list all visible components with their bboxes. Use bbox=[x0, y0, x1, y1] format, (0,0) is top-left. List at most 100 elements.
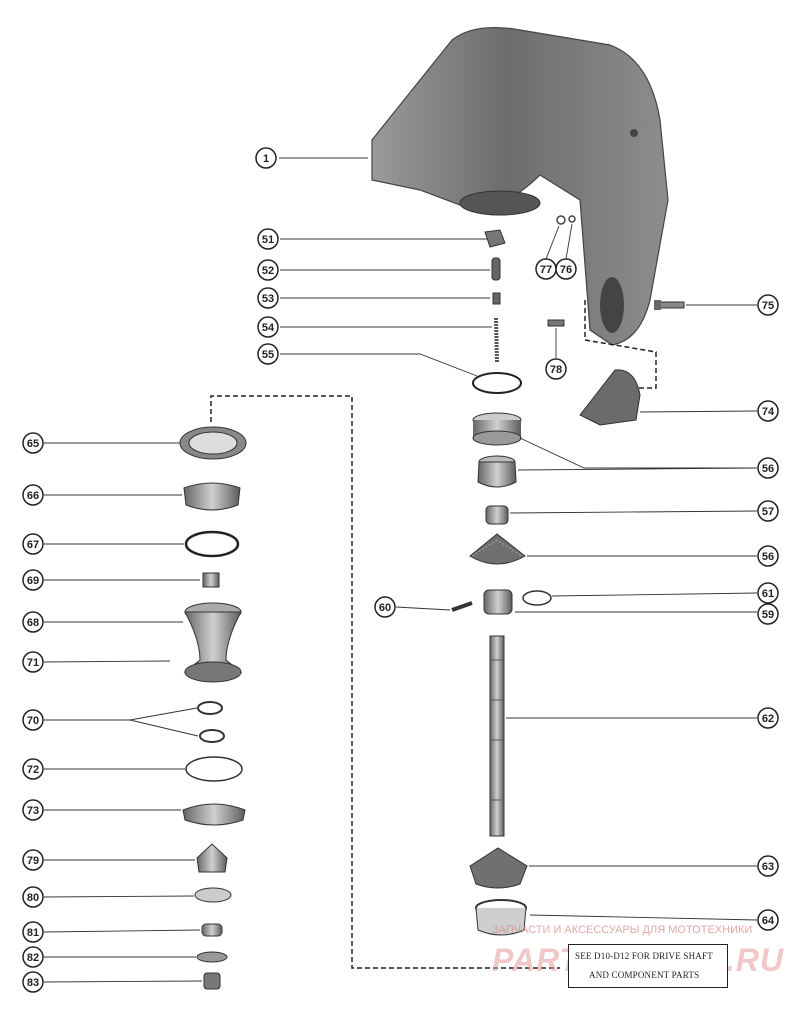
callout-76: 76 bbox=[555, 258, 577, 280]
svg-text:79: 79 bbox=[27, 855, 39, 867]
callout-56-gear: 56 bbox=[757, 545, 779, 567]
callout-65: 65 bbox=[22, 432, 44, 454]
part-80-spacer bbox=[194, 887, 232, 903]
callout-82: 82 bbox=[22, 946, 44, 968]
svg-text:66: 66 bbox=[27, 490, 39, 502]
callout-79: 79 bbox=[22, 849, 44, 871]
callout-56-top: 56 bbox=[757, 457, 779, 479]
part-78-screw bbox=[547, 319, 565, 327]
callout-64: 64 bbox=[757, 909, 779, 931]
callout-61: 61 bbox=[757, 582, 779, 604]
svg-text:52: 52 bbox=[262, 265, 274, 277]
part-75-bolt bbox=[654, 300, 685, 310]
callout-68: 68 bbox=[22, 611, 44, 633]
callout-51: 51 bbox=[257, 228, 279, 250]
callout-69: 69 bbox=[22, 569, 44, 591]
svg-text:62: 62 bbox=[762, 713, 774, 725]
reference-note-line-1: SEE D10-D12 FOR DRIVE SHAFT bbox=[575, 951, 713, 961]
callout-77: 77 bbox=[535, 258, 557, 280]
part-1-gear-housing bbox=[371, 26, 669, 346]
svg-text:1: 1 bbox=[263, 153, 269, 165]
dash-74-75-connector bbox=[584, 300, 657, 389]
part-77-76-washers bbox=[556, 215, 576, 225]
dash-left-group bbox=[210, 395, 560, 969]
part-bearing-cup bbox=[472, 412, 522, 446]
callout-57: 57 bbox=[757, 500, 779, 522]
part-53-screw bbox=[492, 292, 501, 305]
svg-text:75: 75 bbox=[762, 300, 774, 312]
callout-74: 74 bbox=[757, 400, 779, 422]
callout-52: 52 bbox=[257, 259, 279, 281]
part-60-key bbox=[451, 601, 473, 612]
part-51-nut bbox=[484, 229, 506, 248]
svg-text:60: 60 bbox=[379, 602, 391, 614]
callout-75: 75 bbox=[757, 294, 779, 316]
callout-83: 83 bbox=[22, 971, 44, 993]
part-70-washers bbox=[197, 701, 225, 743]
part-54-stud bbox=[494, 317, 499, 364]
svg-text:69: 69 bbox=[27, 575, 39, 587]
part-68-71-pump-housing bbox=[183, 602, 243, 683]
callout-80: 80 bbox=[22, 886, 44, 908]
part-79-nut bbox=[196, 843, 228, 873]
reference-note-line-2: AND COMPONENT PARTS bbox=[589, 970, 700, 980]
callout-63: 63 bbox=[757, 855, 779, 877]
svg-text:54: 54 bbox=[262, 322, 275, 334]
part-74-trim-tab bbox=[579, 369, 641, 426]
part-65-seal-housing bbox=[179, 426, 247, 460]
part-59-spacer bbox=[483, 589, 513, 615]
part-72-ring bbox=[185, 756, 243, 782]
svg-text:65: 65 bbox=[27, 438, 39, 450]
svg-text:83: 83 bbox=[27, 977, 39, 989]
part-83-nut bbox=[203, 972, 221, 990]
svg-text:76: 76 bbox=[560, 264, 572, 276]
part-66-bearing bbox=[183, 482, 241, 511]
part-69-bushing bbox=[202, 572, 220, 588]
callout-54: 54 bbox=[257, 316, 279, 338]
svg-text:61: 61 bbox=[762, 588, 774, 600]
callout-70: 70 bbox=[22, 709, 44, 731]
svg-text:74: 74 bbox=[762, 406, 775, 418]
callout-67: 67 bbox=[22, 533, 44, 555]
svg-text:78: 78 bbox=[550, 364, 562, 376]
callout-72: 72 bbox=[22, 758, 44, 780]
part-62-drive-shaft bbox=[489, 635, 505, 837]
part-55-o-ring bbox=[472, 372, 522, 394]
callout-73: 73 bbox=[22, 799, 44, 821]
callout-53: 53 bbox=[257, 287, 279, 309]
part-67-o-ring bbox=[184, 530, 240, 558]
part-82-tab-washer bbox=[196, 951, 228, 963]
callout-66: 66 bbox=[22, 484, 44, 506]
svg-text:51: 51 bbox=[262, 234, 274, 246]
svg-text:72: 72 bbox=[27, 764, 39, 776]
part-61-retainer bbox=[522, 590, 552, 606]
svg-text:56: 56 bbox=[762, 551, 774, 563]
callout-60: 60 bbox=[374, 596, 396, 618]
svg-text:55: 55 bbox=[262, 349, 274, 361]
svg-text:57: 57 bbox=[762, 506, 774, 518]
svg-text:82: 82 bbox=[27, 952, 39, 964]
callout-78: 78 bbox=[545, 358, 567, 380]
svg-text:80: 80 bbox=[27, 892, 39, 904]
svg-text:67: 67 bbox=[27, 539, 39, 551]
part-81-bushing bbox=[201, 923, 223, 937]
callout-1: 1 bbox=[255, 147, 277, 169]
svg-text:63: 63 bbox=[762, 861, 774, 873]
callout-81: 81 bbox=[22, 921, 44, 943]
svg-text:64: 64 bbox=[762, 915, 775, 927]
svg-text:68: 68 bbox=[27, 617, 39, 629]
part-64-bearing-race bbox=[475, 899, 527, 936]
part-57-needle-bearing bbox=[485, 505, 509, 525]
callout-62: 62 bbox=[757, 707, 779, 729]
svg-text:70: 70 bbox=[27, 715, 39, 727]
svg-text:53: 53 bbox=[262, 293, 274, 305]
part-73-bearing-race bbox=[182, 803, 246, 826]
part-56-pinion-gear bbox=[469, 533, 526, 565]
svg-text:71: 71 bbox=[27, 657, 39, 669]
leader-lines bbox=[43, 157, 758, 983]
svg-text:73: 73 bbox=[27, 805, 39, 817]
svg-text:81: 81 bbox=[27, 927, 39, 939]
part-63-drive-gear bbox=[469, 847, 528, 889]
svg-text:59: 59 bbox=[762, 609, 774, 621]
svg-text:56: 56 bbox=[762, 463, 774, 475]
